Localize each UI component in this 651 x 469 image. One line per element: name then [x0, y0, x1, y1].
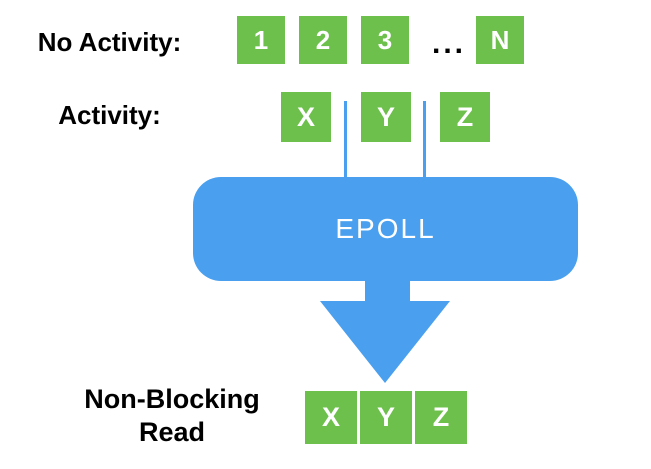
fd-box-3: 3	[361, 16, 409, 64]
activity-box-x: X	[281, 92, 331, 142]
result-box-z: Z	[415, 391, 467, 444]
result-box-x: X	[305, 391, 357, 444]
activity-label: Activity:	[58, 100, 161, 130]
non-blocking-read-line2: Read	[138, 417, 206, 447]
activity-box-z: Z	[440, 92, 490, 142]
ellipsis-label: ...	[431, 27, 466, 60]
non-blocking-read-label: Non-Blocking Read	[52, 383, 292, 449]
activity-box-y: Y	[361, 92, 411, 142]
connector-line-right	[423, 101, 426, 178]
fd-box-n: N	[476, 16, 524, 64]
result-box-y: Y	[360, 391, 412, 444]
epoll-box: EPOLL	[193, 177, 578, 281]
connector-line-left	[344, 101, 347, 178]
fd-box-1: 1	[237, 16, 285, 64]
fd-box-2: 2	[299, 16, 347, 64]
down-arrow-icon	[320, 279, 450, 383]
non-blocking-read-line1: Non-Blocking	[84, 384, 260, 414]
no-activity-label: No Activity:	[37, 27, 182, 57]
epoll-label: EPOLL	[335, 213, 436, 244]
